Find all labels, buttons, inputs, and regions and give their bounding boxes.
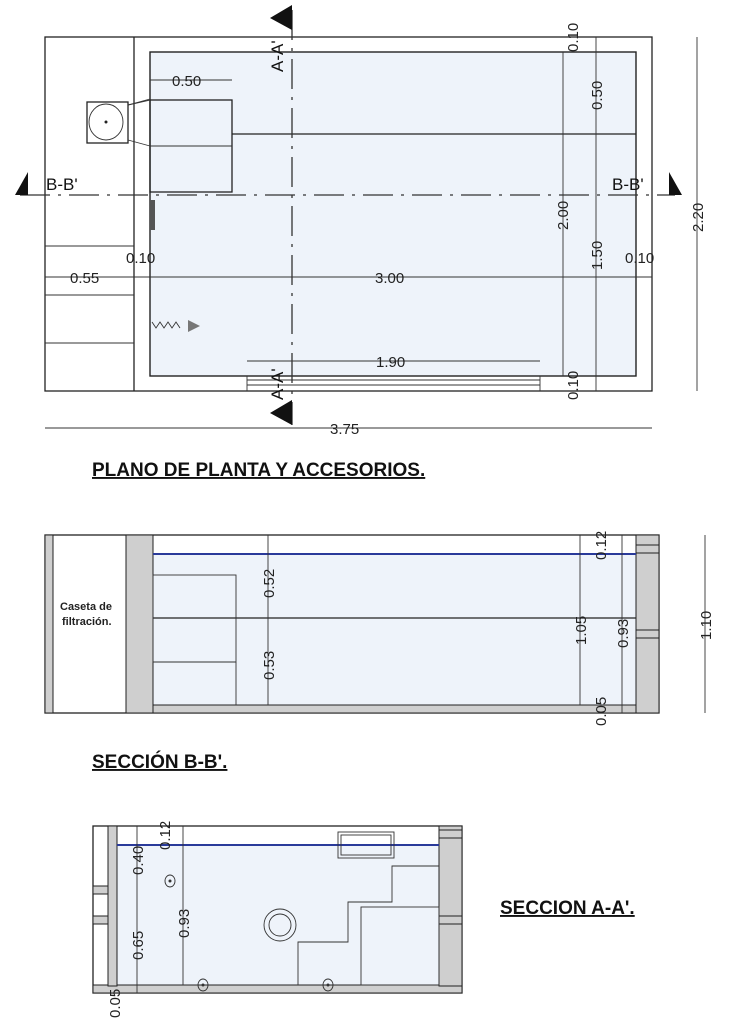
dim-left-wall: 0.10	[126, 250, 155, 267]
dim-water-depth: 0.93	[176, 909, 193, 938]
section-a-title: SECCION A-A'.	[500, 898, 635, 919]
dim-upper: 0.52	[261, 569, 278, 598]
section-a: 0.12 0.40 0.65 0.93 0.05 SECCION A-A'.	[92, 821, 635, 1018]
section-mark-a-bottom: A-A'	[268, 368, 287, 400]
dim-bench-depth: 0.50	[589, 81, 606, 110]
section-b-title: SECCIÓN B-B'.	[92, 751, 227, 773]
section-b: Caseta de filtración. 0.52 0.53 1.05 0.9…	[44, 531, 715, 773]
pool-basin	[149, 51, 637, 377]
dim-total-length: 3.75	[330, 421, 359, 438]
dim-inner-width: 2.00	[555, 201, 572, 230]
skimmer-icon	[86, 98, 151, 147]
steps	[297, 865, 439, 985]
dim-deep-width: 1.50	[589, 241, 606, 270]
jet-icon	[197, 978, 209, 992]
return-inlet-icon	[151, 321, 181, 329]
main-drain-icon	[263, 908, 297, 942]
dim-freeboard: 0.12	[157, 821, 174, 850]
light-icon	[150, 200, 155, 230]
dim-filter-room: 0.55	[70, 270, 99, 287]
dim-total-width: 2.20	[690, 203, 707, 232]
dim-bench-width: 0.50	[172, 73, 201, 90]
section-arrow-icon	[15, 172, 28, 195]
dim-top-wall: 0.10	[565, 23, 582, 52]
dim-inner-length: 3.00	[375, 270, 404, 287]
floor-slab	[152, 704, 660, 714]
dim-lower: 0.53	[261, 651, 278, 680]
dim-bottom-wall: 0.10	[565, 371, 582, 400]
dim-upper: 0.40	[130, 846, 147, 875]
section-arrow-icon	[270, 400, 292, 425]
section-mark-b-right: B-B'	[612, 175, 644, 194]
floor-plan: B-B' B-B' A-A' A-A' 0.50 0.55 0.10 3.00 …	[15, 5, 707, 481]
dim-slab: 0.05	[107, 989, 124, 1018]
section-arrow-icon	[669, 172, 682, 195]
dim-total-height: 1.10	[698, 611, 715, 640]
plan-title: PLANO DE PLANTA Y ACCESORIOS.	[92, 460, 425, 481]
dim-water-depth: 0.93	[615, 619, 632, 648]
dim-freeboard: 0.12	[593, 531, 610, 560]
dim-lower: 0.65	[130, 931, 147, 960]
dim-step-width: 1.90	[376, 354, 405, 371]
jet-icon	[322, 978, 334, 992]
filter-room-label-2: filtración.	[62, 616, 112, 628]
dim-right-wall: 0.10	[625, 250, 654, 267]
section-mark-a-top: A-A'	[268, 40, 287, 72]
section-arrow-icon	[270, 5, 292, 30]
filter-room-label: Caseta de	[60, 601, 112, 613]
section-mark-b-left: B-B'	[46, 175, 78, 194]
skimmer-icon	[337, 831, 395, 859]
dim-slab: 0.05	[593, 697, 610, 726]
dim-inner-depth: 1.05	[573, 616, 590, 645]
jet-icon	[164, 874, 176, 888]
plan-outer-wall	[44, 36, 653, 392]
